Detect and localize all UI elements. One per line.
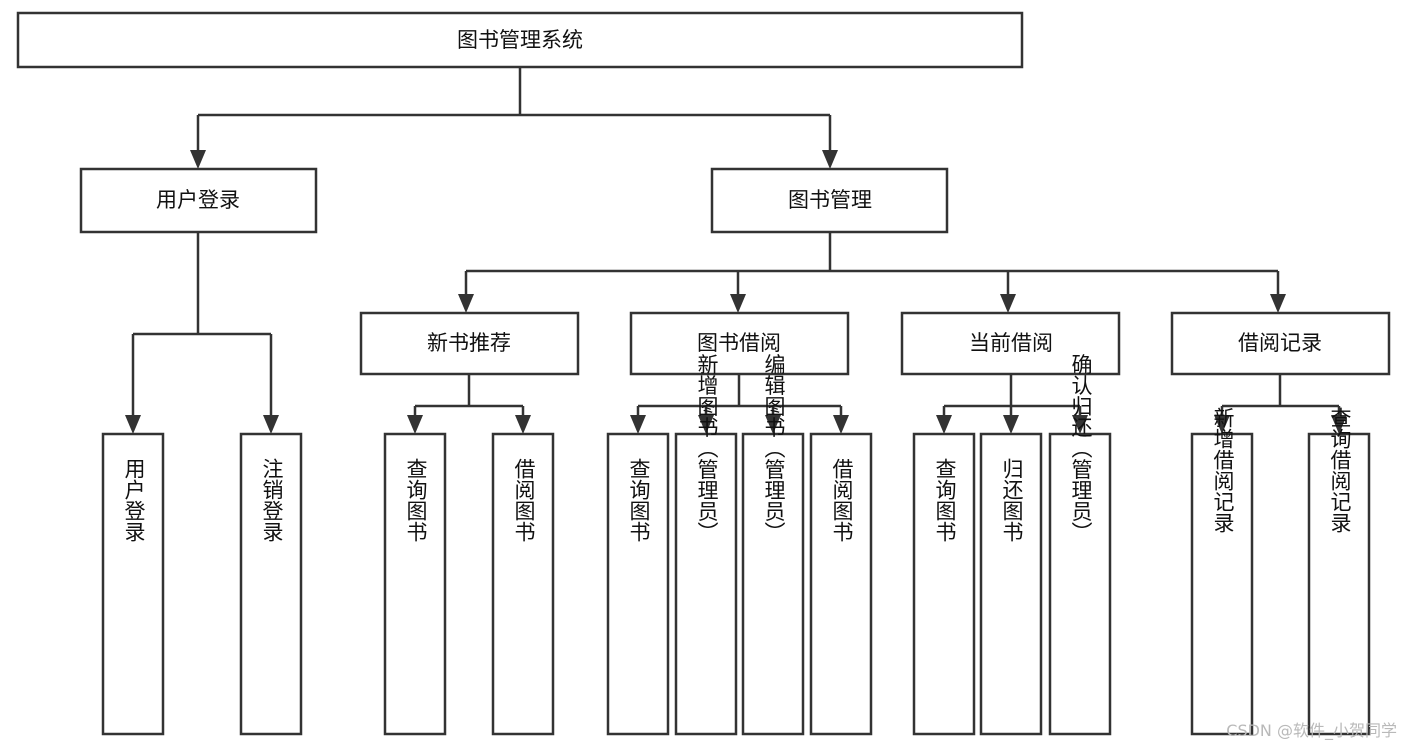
node-leaf-borrow-book-1[interactable]: 借阅图书 xyxy=(491,432,555,736)
node-borrow-record[interactable]: 借阅记录 xyxy=(1170,311,1391,376)
node-leaf-borrow-book-2[interactable]: 借阅图书 xyxy=(809,432,873,736)
node-leaf-borrow-book-2-label: 借阅图书 xyxy=(830,458,854,542)
node-leaf-edit-book-admin[interactable]: 编辑图书（管理员） xyxy=(741,354,805,736)
node-leaf-return-book-label: 归还图书 xyxy=(1000,458,1024,542)
node-leaf-user-login[interactable]: 用户登录 xyxy=(101,432,165,736)
csdn-watermark: CSDN @软件_小贺同学 xyxy=(1226,721,1397,740)
connector-bookmanage-to-level3 xyxy=(458,232,1286,313)
connector-currentborrow-to-leaves xyxy=(936,374,1088,434)
node-new-book-recommend-label: 新书推荐 xyxy=(427,331,511,355)
connector-borrowrecord-to-leaves xyxy=(1214,374,1347,434)
connector-bookborrow-to-leaves xyxy=(630,374,849,434)
node-leaf-confirm-return-admin-label: 确认归还（管理员） xyxy=(1069,354,1093,543)
node-leaf-add-borrow-record[interactable]: 新增借阅记录 xyxy=(1190,407,1254,736)
node-book-borrow-label: 图书借阅 xyxy=(697,331,781,355)
node-leaf-confirm-return-admin[interactable]: 确认归还（管理员） xyxy=(1048,354,1112,736)
node-leaf-borrow-book-1-label: 借阅图书 xyxy=(512,458,536,542)
node-leaf-query-book-1-label: 查询图书 xyxy=(404,458,428,542)
node-leaf-logout[interactable]: 注销登录 xyxy=(239,432,303,736)
node-leaf-return-book[interactable]: 归还图书 xyxy=(979,432,1043,736)
node-leaf-add-book-admin-label: 新增图书（管理员） xyxy=(695,354,719,543)
node-user-login[interactable]: 用户登录 xyxy=(79,167,318,234)
node-leaf-logout-label: 注销登录 xyxy=(260,458,284,542)
node-leaf-query-borrow-record[interactable]: 查询借阅记录 xyxy=(1307,407,1371,736)
node-leaf-add-borrow-record-label: 新增借阅记录 xyxy=(1211,407,1235,533)
node-leaf-query-book-1[interactable]: 查询图书 xyxy=(383,432,447,736)
connector-root-to-level2 xyxy=(190,67,838,169)
node-leaf-user-login-label: 用户登录 xyxy=(122,458,146,542)
node-leaf-query-book-3-label: 查询图书 xyxy=(933,458,957,542)
node-leaf-query-borrow-record-label: 查询借阅记录 xyxy=(1328,407,1352,533)
node-borrow-record-label: 借阅记录 xyxy=(1238,331,1322,355)
node-new-book-recommend[interactable]: 新书推荐 xyxy=(359,311,580,376)
connector-userlogin-to-leaves xyxy=(125,232,279,434)
node-root[interactable]: 图书管理系统 xyxy=(16,11,1024,69)
node-leaf-query-book-2-label: 查询图书 xyxy=(627,458,651,542)
connector-newbook-to-leaves xyxy=(407,374,531,434)
node-book-manage[interactable]: 图书管理 xyxy=(710,167,949,234)
node-leaf-add-book-admin[interactable]: 新增图书（管理员） xyxy=(674,354,738,736)
node-current-borrow-label: 当前借阅 xyxy=(969,331,1053,355)
node-root-label: 图书管理系统 xyxy=(457,28,583,52)
node-leaf-query-book-2[interactable]: 查询图书 xyxy=(606,432,670,736)
node-leaf-edit-book-admin-label: 编辑图书（管理员） xyxy=(762,354,786,543)
node-user-login-label: 用户登录 xyxy=(156,188,240,212)
node-current-borrow[interactable]: 当前借阅 xyxy=(900,311,1121,376)
node-leaf-query-book-3[interactable]: 查询图书 xyxy=(912,432,976,736)
node-book-borrow[interactable]: 图书借阅 xyxy=(629,311,850,376)
node-book-manage-label: 图书管理 xyxy=(788,188,872,212)
